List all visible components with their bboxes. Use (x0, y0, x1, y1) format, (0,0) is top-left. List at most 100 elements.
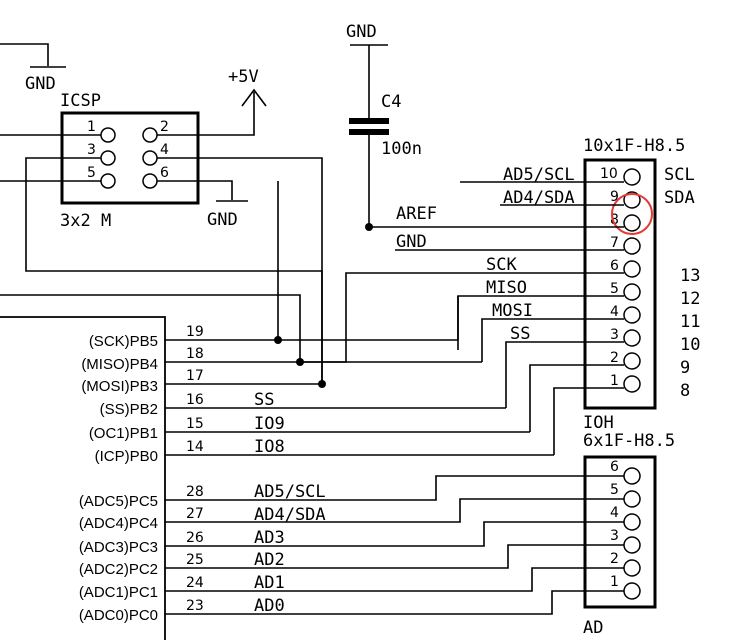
mcu-pin-name: (MISO)PB4 (81, 356, 158, 373)
cap-name: C4 (381, 92, 401, 112)
net-label-ad4-sda: AD4/SDA (503, 188, 575, 208)
ioh-pin-num-4: 4 (610, 304, 619, 320)
net-label: IO9 (254, 414, 285, 434)
ad-header-type: 6x1F-H8.5 (583, 431, 675, 451)
ioh-header-type: 10x1F-H8.5 (583, 136, 685, 156)
ioh-pin-5 (623, 283, 641, 301)
net-label-sck: SCK (486, 255, 517, 275)
net-label: AD2 (254, 550, 285, 570)
mcu-pin-name: (ADC0)PC0 (79, 607, 158, 624)
ioh-right-8: 8 (680, 381, 690, 401)
ioh-right-11: 11 (680, 312, 700, 332)
ad-pin-3 (623, 536, 641, 554)
junction-dot (274, 336, 282, 344)
wire-pb5 (165, 181, 279, 341)
ad-pin-num-3: 3 (610, 528, 619, 544)
icsp-wire-pin4 (157, 157, 323, 384)
icsp-type: 3x2 M (60, 211, 111, 231)
mcu-pin-name: (ADC1)PC1 (79, 584, 158, 601)
net-wire-io9 (529, 364, 624, 432)
icsp-pin-4 (142, 150, 158, 166)
ad-pin-1 (623, 582, 641, 600)
junction-dot (296, 358, 304, 366)
icsp-pin-1 (100, 127, 116, 143)
icsp-pin-num-3: 3 (87, 142, 96, 158)
mcu-pin-name: (ADC3)PC3 (79, 539, 158, 556)
net-label: SS (254, 390, 274, 410)
icsp-pin-num-1: 1 (87, 119, 96, 135)
ioh-pin-10 (623, 168, 641, 186)
ad-pin-4 (623, 513, 641, 531)
ioh-pin-num-8: 8 (610, 212, 619, 228)
ioh-right-sda: SDA (664, 188, 695, 208)
net-label-ad5-scl: AD5/SCL (503, 165, 575, 185)
ioh-right-13: 13 (680, 266, 700, 286)
mcu-pin-number: 15 (186, 416, 204, 432)
ad-pin-2 (623, 559, 641, 577)
ioh-header-body (583, 158, 657, 410)
ioh-right-scl: SCL (664, 165, 695, 185)
wire-top-1 (0, 294, 301, 362)
ioh-pin-6 (623, 260, 641, 278)
ioh-pin-num-6: 6 (610, 258, 619, 274)
net-label: IO8 (254, 437, 285, 457)
net-label-gnd: GND (396, 232, 427, 252)
net-wire-sck (300, 272, 624, 363)
mcu-pin-name: (OC1)PB1 (89, 425, 158, 442)
mcu-pin-name: (SS)PB2 (100, 401, 158, 418)
mcu-pin-name: (ADC5)PC5 (79, 493, 158, 510)
net-label-aref: AREF (396, 204, 437, 224)
gnd-left-wire (0, 43, 49, 66)
icsp-wire-pin2 (157, 92, 255, 136)
net-label-miso: MISO (486, 278, 527, 298)
net-wire-ad1 (165, 567, 624, 592)
mcu-pin-number: 17 (186, 368, 204, 384)
mcu-pin-number: 24 (186, 575, 204, 591)
icsp-pin-num-4: 4 (160, 142, 169, 158)
ioh-pin-8 (623, 214, 641, 232)
icsp-pin-6 (142, 173, 158, 189)
net-label: AD1 (254, 573, 285, 593)
net-wire-ad3 (165, 521, 624, 547)
ioh-pin-num-5: 5 (610, 281, 619, 297)
mcu-pin-number: 14 (186, 439, 204, 455)
ioh-pin-7 (623, 237, 641, 255)
ad-pin-num-4: 4 (610, 505, 619, 521)
net-label: AD3 (254, 528, 285, 548)
icsp-gnd-left: GND (25, 74, 56, 94)
ioh-pin-2 (623, 352, 641, 370)
net-wire-ss (505, 341, 624, 408)
ad-header-body (583, 455, 657, 609)
ioh-pin-num-10: 10 (600, 166, 618, 182)
ad-pin-6 (623, 467, 641, 485)
ioh-pin-9 (623, 191, 641, 209)
ioh-pin-num-3: 3 (610, 327, 619, 343)
net-label-mosi: MOSI (492, 301, 533, 321)
ioh-pin-num-2: 2 (610, 350, 619, 366)
ad-pin-num-2: 2 (610, 551, 619, 567)
icsp-pin-num-2: 2 (160, 119, 169, 135)
mcu-pin-name: (ICP)PB0 (95, 448, 158, 465)
mcu-pin-number: 27 (186, 506, 204, 522)
mcu-pin-number: 26 (186, 530, 204, 546)
ioh-pin-3 (623, 329, 641, 347)
ioh-right-10: 10 (680, 335, 700, 355)
net-wire-ad5 (165, 475, 624, 501)
net-label: AD4/SDA (254, 505, 326, 525)
net-label: AD5/SCL (254, 482, 326, 502)
ioh-right-9: 9 (680, 358, 690, 378)
ad-pin-num-6: 6 (610, 459, 619, 475)
ioh-pin-1 (623, 375, 641, 393)
net-wire-io8 (553, 387, 624, 455)
mcu-pin-name: (SCK)PB5 (89, 333, 158, 350)
icsp-pin-3 (100, 150, 116, 166)
net-wire-ad0 (165, 590, 624, 615)
mcu-pin-number: 19 (186, 324, 204, 340)
vcc-arrow-icon (241, 88, 267, 107)
cap-gnd-label: GND (346, 22, 377, 42)
net-wire-ad2 (165, 544, 624, 569)
net-wire-ad4 (165, 498, 624, 523)
ad-pin-num-5: 5 (610, 482, 619, 498)
ad-header-name: AD (583, 618, 603, 638)
